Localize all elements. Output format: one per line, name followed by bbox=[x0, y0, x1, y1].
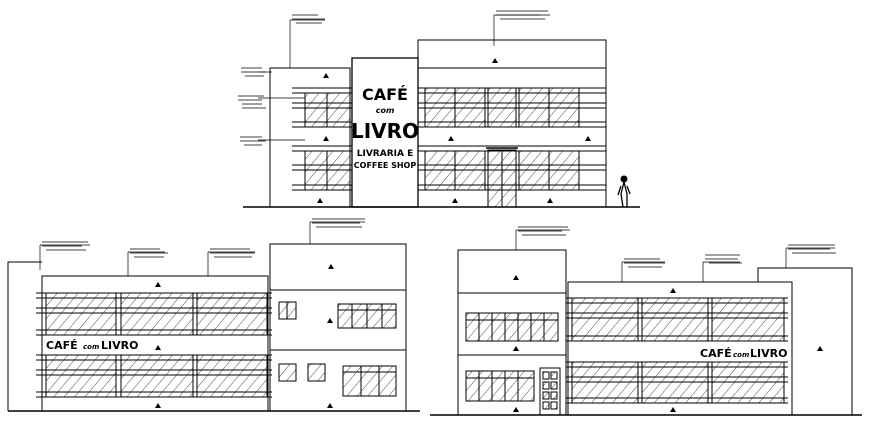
right-lower-windows bbox=[424, 150, 580, 191]
front-sign-livro: LIVRO bbox=[351, 119, 419, 143]
annotation-leaders bbox=[39, 221, 365, 276]
left-sign-livro: LIVRO bbox=[101, 339, 138, 352]
annotation-leaders bbox=[258, 14, 550, 141]
left-sign-cafe: CAFÉ bbox=[46, 339, 78, 352]
left-sign-com: com bbox=[83, 343, 99, 351]
tower-volume bbox=[457, 249, 567, 416]
left-side-sign: CAFÉ com LIVRO bbox=[46, 339, 138, 352]
level-markers bbox=[513, 275, 823, 412]
tower-windows bbox=[278, 301, 397, 397]
human-scale-figure bbox=[617, 175, 631, 208]
front-sign-cafe: CAFÉ bbox=[362, 85, 408, 104]
illegible-annotation-notes bbox=[42, 10, 836, 268]
front-sign: CAFÉ com LIVRO LIVRARIA E COFFEE SHOP bbox=[351, 85, 419, 170]
right-side-elevation bbox=[430, 229, 862, 416]
left-side-elevation bbox=[7, 221, 420, 412]
entrance-door bbox=[486, 147, 518, 208]
front-sign-livraria: LIVRARIA E bbox=[357, 149, 413, 159]
front-sign-com: com bbox=[376, 106, 395, 115]
lower-windows bbox=[45, 354, 268, 398]
level-markers bbox=[317, 58, 591, 203]
lower-windows bbox=[571, 361, 785, 404]
side-door bbox=[539, 367, 561, 416]
level-markers bbox=[155, 264, 334, 408]
right-sign-livro: LIVRO bbox=[750, 347, 787, 360]
front-elevation bbox=[243, 14, 640, 208]
left-volume bbox=[269, 67, 351, 208]
front-sign-coffee-shop: COFFEE SHOP bbox=[354, 161, 417, 170]
upper-windows bbox=[45, 292, 268, 336]
right-sign-cafe: CAFÉ bbox=[700, 347, 732, 360]
tower-windows bbox=[465, 312, 561, 416]
main-volume bbox=[567, 281, 793, 416]
right-upper-windows bbox=[424, 87, 580, 128]
annotation-leaders bbox=[515, 229, 835, 282]
upper-windows bbox=[571, 297, 785, 342]
right-sign-com: com bbox=[733, 351, 749, 359]
tower-volume bbox=[269, 243, 407, 412]
right-side-sign: CAFÉ com LIVRO bbox=[700, 347, 787, 360]
